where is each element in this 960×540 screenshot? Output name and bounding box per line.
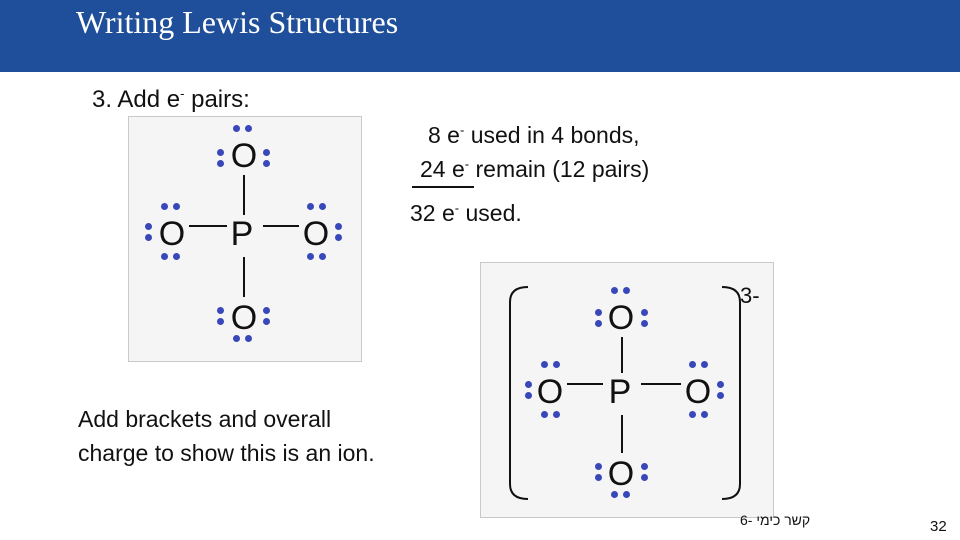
- note-line-1: 8 e- used in 4 bonds,: [428, 122, 640, 149]
- right-bracket: [721, 286, 741, 500]
- lone-pair-dot: [217, 318, 224, 325]
- lone-pair-dot: [701, 411, 708, 418]
- lone-pair-dot: [263, 160, 270, 167]
- note-line-2: 24 e- remain (12 pairs): [420, 156, 649, 183]
- phosphorus-center: P: [230, 215, 254, 253]
- slide-title: Writing Lewis Structures: [76, 4, 399, 40]
- footer-text: קשר כימי -6: [740, 512, 811, 528]
- step-sup: -: [180, 86, 185, 101]
- caption-line-1: Add brackets and overall: [78, 406, 332, 432]
- lone-pair-dot: [161, 253, 168, 260]
- lone-pair-dot: [623, 287, 630, 294]
- oxygen-top: O: [230, 137, 258, 175]
- note1-sup: -: [459, 122, 465, 138]
- lone-pair-dot: [641, 474, 648, 481]
- lone-pair-dot: [335, 223, 342, 230]
- note1-after: used in 4 bonds,: [464, 122, 640, 148]
- sum-line: [412, 186, 474, 188]
- lone-pair-dot: [689, 361, 696, 368]
- lone-pair-dot: [525, 381, 532, 388]
- lone-pair-dot: [263, 149, 270, 156]
- bond-right: [263, 225, 299, 227]
- lone-pair-dot: [641, 463, 648, 470]
- lone-pair-dot: [595, 320, 602, 327]
- lone-pair-dot: [217, 160, 224, 167]
- note3-after: used.: [459, 200, 522, 226]
- ion-bond-left: [567, 383, 603, 385]
- title-bar: Writing Lewis Structures: [0, 0, 960, 72]
- lone-pair-dot: [595, 463, 602, 470]
- lone-pair-dot: [641, 309, 648, 316]
- lone-pair-dot: [319, 203, 326, 210]
- caption: Add brackets and overall charge to show …: [78, 402, 375, 470]
- lone-pair-dot: [245, 125, 252, 132]
- lone-pair-dot: [553, 411, 560, 418]
- lone-pair-dot: [233, 335, 240, 342]
- ion-bond-top: [621, 337, 623, 373]
- step-label: 3. Add e- pairs:: [92, 86, 250, 114]
- lone-pair-dot: [217, 149, 224, 156]
- ion-oxygen-left: O: [536, 373, 564, 411]
- oxygen-bottom: O: [230, 299, 258, 337]
- bond-left: [189, 225, 227, 227]
- lone-pair-dot: [319, 253, 326, 260]
- lone-pair-dot: [263, 318, 270, 325]
- lone-pair-dot: [717, 381, 724, 388]
- lone-pair-dot: [145, 223, 152, 230]
- lone-pair-dot: [525, 392, 532, 399]
- note-line-3: 32 e- used.: [410, 200, 522, 227]
- structure-panel-left: O O P O O: [128, 116, 362, 362]
- ion-bond-right: [641, 383, 681, 385]
- lone-pair-dot: [541, 411, 548, 418]
- slide-number: 32: [930, 518, 947, 535]
- lone-pair-dot: [173, 253, 180, 260]
- lone-pair-dot: [145, 234, 152, 241]
- lone-pair-dot: [307, 253, 314, 260]
- note3-text: 32 e: [410, 200, 455, 226]
- note1-text: 8 e: [428, 122, 460, 148]
- oxygen-left: O: [158, 215, 186, 253]
- lone-pair-dot: [701, 361, 708, 368]
- lone-pair-dot: [553, 361, 560, 368]
- ion-oxygen-right: O: [684, 373, 712, 411]
- lone-pair-dot: [689, 411, 696, 418]
- step-after: pairs:: [184, 86, 250, 113]
- bond-top: [243, 175, 245, 215]
- lone-pair-dot: [611, 287, 618, 294]
- lone-pair-dot: [245, 335, 252, 342]
- lone-pair-dot: [263, 307, 270, 314]
- lone-pair-dot: [611, 491, 618, 498]
- lone-pair-dot: [307, 203, 314, 210]
- lone-pair-dot: [623, 491, 630, 498]
- structure-panel-ion: O O P O O: [480, 262, 774, 518]
- oxygen-right: O: [302, 215, 330, 253]
- lone-pair-dot: [161, 203, 168, 210]
- lone-pair-dot: [595, 309, 602, 316]
- note3-sup: -: [454, 200, 460, 216]
- step-text: 3. Add e: [92, 86, 181, 113]
- bond-bottom: [243, 257, 245, 297]
- lone-pair-dot: [595, 474, 602, 481]
- lone-pair-dot: [641, 320, 648, 327]
- ion-bond-bottom: [621, 415, 623, 453]
- lone-pair-dot: [541, 361, 548, 368]
- lone-pair-dot: [717, 392, 724, 399]
- ion-phosphorus-center: P: [608, 373, 632, 411]
- lone-pair-dot: [233, 125, 240, 132]
- caption-line-2: charge to show this is an ion.: [78, 440, 375, 466]
- note2-sup: -: [464, 156, 470, 172]
- ion-oxygen-top: O: [607, 299, 635, 337]
- left-bracket: [509, 286, 529, 500]
- ion-oxygen-bottom: O: [607, 455, 635, 493]
- note2-after: remain (12 pairs): [469, 156, 650, 182]
- ion-charge: 3-: [740, 283, 760, 308]
- note2-text: 24 e: [420, 156, 465, 182]
- lone-pair-dot: [173, 203, 180, 210]
- lone-pair-dot: [335, 234, 342, 241]
- lone-pair-dot: [217, 307, 224, 314]
